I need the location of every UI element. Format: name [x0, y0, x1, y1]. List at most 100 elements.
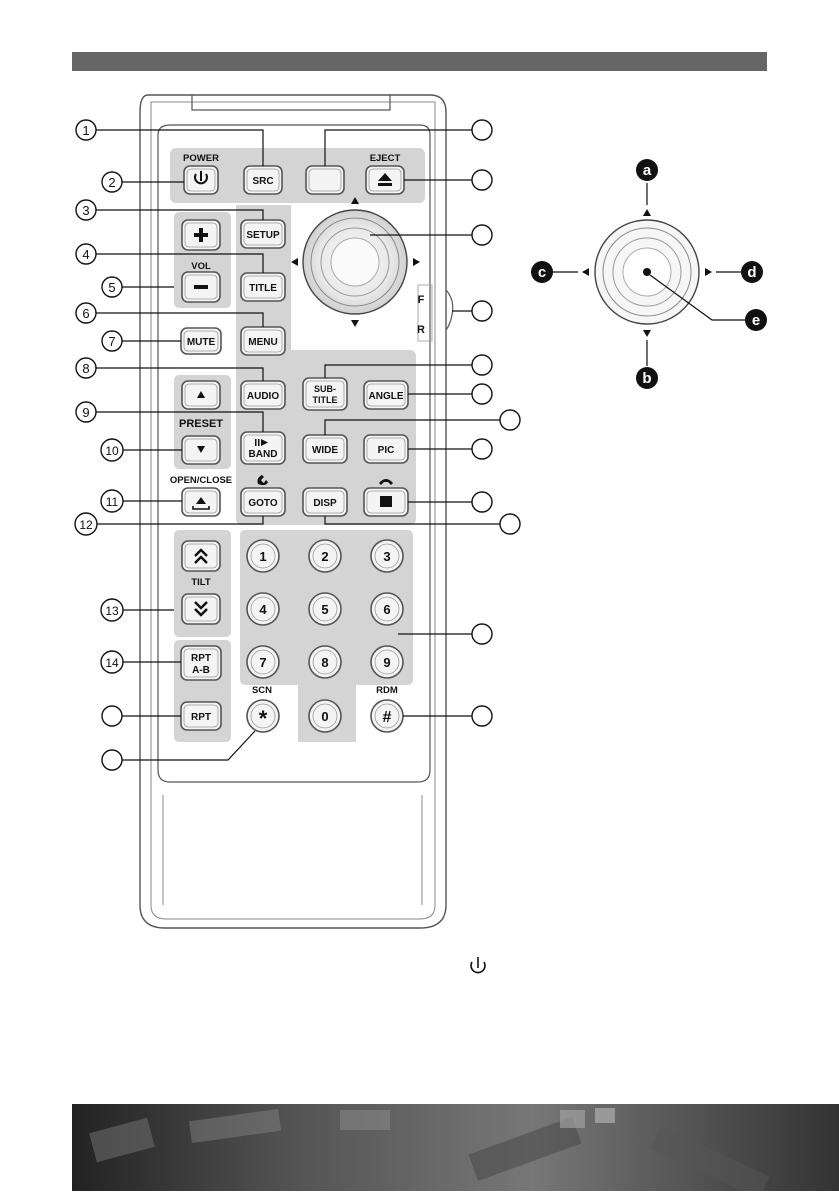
- svg-text:SETUP: SETUP: [246, 230, 280, 241]
- svg-text:9: 9: [82, 405, 89, 420]
- power-icon: [470, 957, 486, 974]
- svg-text:a: a: [643, 162, 652, 179]
- title-button[interactable]: TITLE: [240, 272, 286, 302]
- svg-text:A-B: A-B: [192, 665, 210, 676]
- pic-button[interactable]: PIC: [363, 434, 409, 464]
- r-label: R: [417, 324, 425, 336]
- band-button[interactable]: BAND: [240, 431, 286, 465]
- arrow-up-icon: [351, 197, 359, 204]
- goto-button[interactable]: GOTO: [240, 487, 286, 517]
- svg-text:b: b: [642, 370, 651, 387]
- open-close-button[interactable]: [181, 487, 221, 517]
- preset-down-button[interactable]: [181, 435, 221, 465]
- tilt-up-button[interactable]: [181, 540, 221, 572]
- key-4[interactable]: 4: [246, 592, 280, 626]
- open-close-icon: [192, 497, 210, 510]
- disp-button[interactable]: DISP: [302, 487, 348, 517]
- eject-button[interactable]: [365, 165, 405, 195]
- svg-text:9: 9: [383, 655, 390, 670]
- key-0[interactable]: 0: [308, 699, 342, 733]
- svg-text:WIDE: WIDE: [312, 445, 338, 456]
- setup-button[interactable]: SETUP: [240, 219, 286, 249]
- double-chevron-down-icon: [194, 601, 208, 617]
- joystick-detail: a b c d e: [531, 159, 767, 389]
- eject-label: EJECT: [370, 153, 401, 164]
- preset-label: PRESET: [179, 418, 223, 430]
- svg-text:GOTO: GOTO: [248, 498, 277, 509]
- svg-text:12: 12: [79, 518, 93, 532]
- power-label: POWER: [183, 153, 219, 164]
- svg-text:e: e: [752, 312, 760, 329]
- mute-button[interactable]: MUTE: [180, 327, 222, 355]
- vol-label: VOL: [191, 261, 211, 272]
- svg-text:c: c: [538, 264, 546, 281]
- svg-text:TITLE: TITLE: [249, 283, 277, 294]
- power-button[interactable]: [183, 165, 219, 195]
- key-2[interactable]: 2: [308, 539, 342, 573]
- stop-square-icon: [380, 496, 392, 507]
- key-star[interactable]: *: [246, 699, 280, 733]
- key-9[interactable]: 9: [370, 645, 404, 679]
- svg-text:14: 14: [105, 656, 119, 670]
- key-5[interactable]: 5: [308, 592, 342, 626]
- scn-label: SCN: [252, 685, 272, 696]
- svg-text:0: 0: [321, 709, 328, 724]
- f-label: F: [418, 294, 425, 306]
- arrow-right-icon: [413, 258, 420, 266]
- svg-text:3: 3: [383, 549, 390, 564]
- svg-text:MUTE: MUTE: [187, 337, 216, 348]
- triangle-up-icon: [197, 391, 205, 398]
- stop-button[interactable]: [363, 487, 409, 517]
- svg-text:AUDIO: AUDIO: [247, 391, 279, 402]
- header-bar: [72, 52, 767, 71]
- tilt-down-button[interactable]: [181, 593, 221, 625]
- svg-text:*: *: [259, 706, 268, 731]
- svg-text:TITLE: TITLE: [313, 395, 338, 405]
- svg-text:7: 7: [259, 655, 266, 670]
- play-pause-icon: [255, 439, 268, 446]
- joystick[interactable]: [291, 197, 420, 327]
- vol-minus-button[interactable]: [181, 271, 221, 303]
- phone-hangup-icon: [379, 479, 393, 485]
- preset-up-button[interactable]: [181, 380, 221, 410]
- rpt-ab-button[interactable]: RPT A-B: [180, 645, 222, 681]
- svg-text:DISP: DISP: [313, 498, 337, 509]
- svg-text:4: 4: [259, 602, 267, 617]
- angle-button[interactable]: ANGLE: [363, 380, 409, 410]
- label-a-badge: a: [636, 159, 658, 181]
- wide-button[interactable]: WIDE: [302, 434, 348, 464]
- svg-text:6: 6: [82, 306, 89, 321]
- callouts: 1 2 3 4 5 6 7 8 9 10 11 12 13 14: [74, 119, 521, 771]
- svg-text:5: 5: [321, 602, 328, 617]
- rdm-label: RDM: [376, 685, 398, 696]
- svg-text:1: 1: [259, 549, 266, 564]
- label-e-badge: e: [745, 309, 767, 331]
- tilt-label: TILT: [191, 577, 211, 588]
- svg-text:SRC: SRC: [252, 176, 273, 187]
- key-1[interactable]: 1: [246, 539, 280, 573]
- svg-text:11: 11: [106, 495, 119, 509]
- key-8[interactable]: 8: [308, 645, 342, 679]
- menu-button[interactable]: MENU: [240, 326, 286, 356]
- svg-text:2: 2: [108, 175, 115, 190]
- svg-text:MENU: MENU: [248, 337, 277, 348]
- src-button[interactable]: SRC: [243, 165, 283, 195]
- blank-button[interactable]: [305, 165, 345, 195]
- audio-button[interactable]: AUDIO: [240, 380, 286, 410]
- key-6[interactable]: 6: [370, 592, 404, 626]
- vol-plus-button[interactable]: [181, 219, 221, 251]
- rpt-button[interactable]: RPT: [180, 701, 222, 731]
- svg-text:RPT: RPT: [191, 653, 211, 664]
- svg-text:13: 13: [105, 604, 119, 618]
- svg-text:6: 6: [383, 602, 390, 617]
- power-icon: [194, 171, 208, 185]
- key-3[interactable]: 3: [370, 539, 404, 573]
- key-hash[interactable]: #: [370, 699, 404, 733]
- svg-text:5: 5: [108, 280, 115, 295]
- svg-text:3: 3: [82, 203, 89, 218]
- key-7[interactable]: 7: [246, 645, 280, 679]
- arrow-left-icon: [291, 258, 298, 266]
- eject-icon: [378, 173, 392, 186]
- subtitle-button[interactable]: SUB- TITLE: [302, 377, 348, 411]
- minus-icon: [194, 285, 208, 289]
